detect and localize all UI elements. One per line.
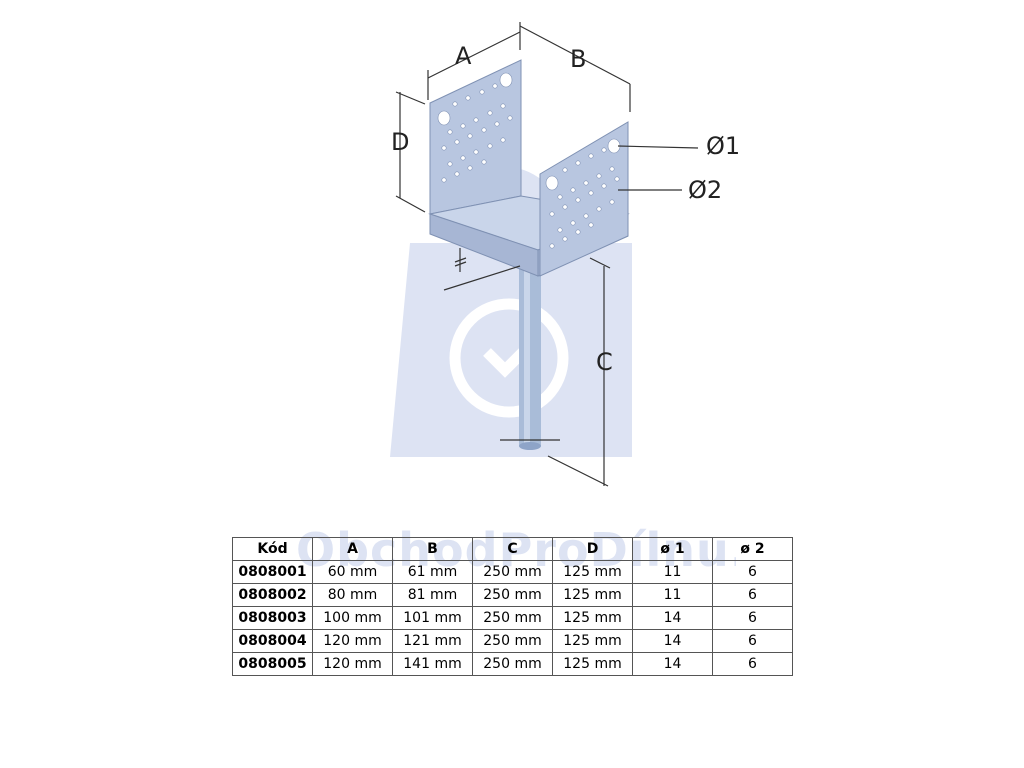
cell-code: 0808005	[232, 652, 313, 676]
cell-hole-2: 6	[712, 652, 793, 676]
bracket-right-plate	[539, 121, 629, 277]
cell-code: 0808004	[232, 629, 313, 653]
cell-d: 125 mm	[552, 629, 633, 653]
cell-d: 125 mm	[552, 583, 633, 607]
dimension-lines	[395, 22, 699, 487]
hole-diameter-1-label: Ø1	[706, 132, 741, 160]
cell-code: 0808003	[232, 606, 313, 630]
dimension-label-d: D	[391, 128, 410, 156]
cell-b: 81 mm	[392, 583, 473, 607]
product-figure: A B D C Ø1 Ø2	[390, 22, 741, 487]
cell-d: 125 mm	[552, 606, 633, 630]
cell-hole-2: 6	[712, 606, 793, 630]
cell-a: 120 mm	[312, 652, 393, 676]
hole-diameter-2-label: Ø2	[688, 176, 723, 204]
table-row: 0808005 120 mm 141 mm 250 mm 125 mm 14 6	[232, 652, 793, 676]
cell-a: 60 mm	[312, 560, 393, 584]
header-hole-1: ø 1	[632, 537, 713, 561]
cell-hole-1: 14	[632, 606, 713, 630]
threaded-rod	[519, 268, 541, 450]
header-a: A	[312, 537, 393, 561]
cell-a: 100 mm	[312, 606, 393, 630]
cell-hole-2: 6	[712, 560, 793, 584]
dimension-label-c: C	[596, 348, 613, 376]
table-row: 0808004 120 mm 121 mm 250 mm 125 mm 14 6	[232, 629, 793, 653]
cell-d: 125 mm	[552, 652, 633, 676]
cell-c: 250 mm	[472, 606, 553, 630]
dimension-label-a: A	[455, 42, 472, 70]
cell-hole-1: 11	[632, 560, 713, 584]
cell-a: 120 mm	[312, 629, 393, 653]
cell-code: 0808001	[232, 560, 313, 584]
table-header-row: Kód A B C D ø 1 ø 2	[232, 537, 793, 561]
cell-b: 101 mm	[392, 606, 473, 630]
cell-code: 0808002	[232, 583, 313, 607]
cell-c: 250 mm	[472, 560, 553, 584]
cell-c: 250 mm	[472, 652, 553, 676]
header-c: C	[472, 537, 553, 561]
cell-hole-1: 11	[632, 583, 713, 607]
bracket-left-plate	[429, 59, 522, 215]
cell-b: 141 mm	[392, 652, 473, 676]
table-row: 0808001 60 mm 61 mm 250 mm 125 mm 11 6	[232, 560, 793, 584]
cell-hole-1: 14	[632, 629, 713, 653]
cell-hole-2: 6	[712, 583, 793, 607]
table-row: 0808002 80 mm 81 mm 250 mm 125 mm 11 6	[232, 583, 793, 607]
cell-b: 61 mm	[392, 560, 473, 584]
cell-hole-1: 14	[632, 652, 713, 676]
cell-c: 250 mm	[472, 629, 553, 653]
product-spec-table: Kód A B C D ø 1 ø 2 0808001 60 mm 61 mm …	[232, 537, 793, 676]
header-d: D	[552, 537, 633, 561]
cell-b: 121 mm	[392, 629, 473, 653]
cell-d: 125 mm	[552, 560, 633, 584]
cell-a: 80 mm	[312, 583, 393, 607]
cell-c: 250 mm	[472, 583, 553, 607]
dimension-label-b: B	[570, 45, 587, 73]
header-hole-2: ø 2	[712, 537, 793, 561]
table-row: 0808003 100 mm 101 mm 250 mm 125 mm 14 6	[232, 606, 793, 630]
header-code: Kód	[232, 537, 313, 561]
header-b: B	[392, 537, 473, 561]
cell-hole-2: 6	[712, 629, 793, 653]
post-base-drawing	[390, 22, 699, 487]
